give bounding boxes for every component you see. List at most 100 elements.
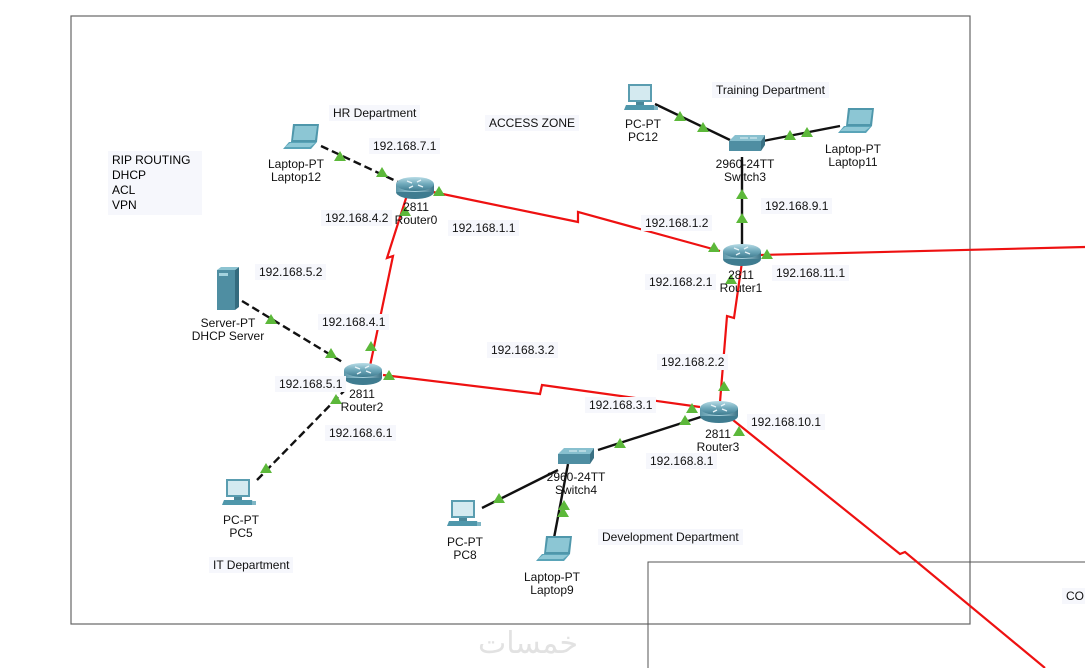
device-model: Laptop-PT [824, 142, 882, 156]
laptop-icon[interactable] [536, 536, 572, 561]
link-up-icon [697, 122, 709, 132]
note-line: VPN [112, 198, 137, 212]
device-name: DHCP Server [191, 329, 265, 343]
ip-label: 192.168.11.1 [772, 265, 850, 281]
ip-label: 192.168.4.1 [318, 314, 390, 330]
access-zone-boundary [70, 15, 971, 625]
note-line: RIP ROUTING [112, 153, 191, 167]
device-model: PC-PT [447, 535, 483, 549]
link-laptop11-switch3[interactable] [762, 124, 841, 143]
link-dhcp-router2[interactable] [241, 299, 345, 365]
laptop-icon[interactable] [838, 108, 874, 133]
ip-label: 192.168.1.2 [641, 215, 713, 231]
note-line: DHCP [112, 168, 147, 182]
device-model: 2811 [349, 387, 375, 401]
device-name: PC8 [453, 548, 477, 562]
ip-label: 192.168.3.2 [487, 342, 559, 358]
device-model: 2811 [705, 427, 731, 441]
device-model: PC-PT [223, 513, 259, 527]
link-router1-external[interactable] [759, 245, 1085, 257]
ip-label: 192.168.2.1 [645, 274, 717, 290]
link-up-icon [674, 111, 686, 121]
router-icon[interactable] [395, 176, 435, 200]
link-pc5-router2[interactable] [256, 389, 346, 481]
device-model: Laptop-PT [523, 570, 581, 584]
link-pc12-switch3[interactable] [654, 102, 731, 142]
switch-icon[interactable] [557, 447, 595, 465]
ip-label: 192.168.2.2 [657, 354, 729, 370]
link-laptop9-switch4[interactable] [552, 463, 570, 539]
device-model: 2960-24TT [546, 470, 606, 484]
link-up-icon [614, 438, 626, 448]
router-icon[interactable] [699, 400, 739, 424]
development-department-label: Development Department [598, 529, 743, 545]
link-laptop12-router0[interactable] [320, 144, 399, 184]
device-name: Laptop11 [828, 155, 878, 169]
link-router0-router2[interactable] [368, 191, 410, 367]
router-icon[interactable] [343, 362, 383, 386]
ip-label: 192.168.7.1 [369, 138, 441, 154]
pc-icon[interactable] [447, 500, 481, 526]
link-up-icon [433, 186, 445, 196]
device-name: PC12 [627, 130, 659, 144]
hr-department-label: HR Department [329, 105, 421, 121]
device-name: Laptop9 [530, 583, 574, 597]
device-name: Router2 [340, 400, 384, 414]
link-up-icon [736, 213, 748, 223]
server-icon[interactable] [217, 267, 239, 310]
device-model: 2960-24TT [715, 157, 775, 171]
link-router2-router3[interactable] [382, 373, 701, 409]
device-model: Server-PT [200, 316, 256, 330]
core-zone-boundary [647, 561, 1085, 668]
router-icon[interactable] [722, 243, 762, 267]
laptop-icon[interactable] [283, 124, 319, 149]
training-department-label: Training Department [712, 82, 829, 98]
features-note: RIP ROUTING DHCP ACL VPN [108, 151, 202, 215]
ip-label: 192.168.5.1 [275, 376, 347, 392]
device-name: Switch4 [554, 483, 598, 497]
device-model: Laptop-PT [267, 157, 325, 171]
core-zone-label: CO [1062, 588, 1085, 604]
ip-label: 192.168.4.2 [321, 210, 393, 226]
ip-label: 192.168.8.1 [646, 453, 718, 469]
device-name: Router3 [696, 440, 740, 454]
ip-label: 192.168.1.1 [448, 220, 520, 236]
device-model: 2811 [403, 200, 429, 214]
ip-label: 192.168.9.1 [761, 198, 833, 214]
it-department-label: IT Department [209, 557, 294, 573]
device-model: 2811 [728, 268, 754, 282]
device-name: Switch3 [723, 170, 767, 184]
device-model: PC-PT [625, 117, 661, 131]
ip-label: 192.168.10.1 [747, 414, 826, 430]
device-name: Laptop12 [270, 170, 322, 184]
link-router0-router1[interactable] [432, 190, 721, 253]
ip-label: 192.168.3.1 [585, 397, 657, 413]
link-switch4-router3[interactable] [597, 412, 711, 452]
ip-label: 192.168.5.2 [255, 264, 327, 280]
device-name: Router1 [719, 281, 763, 295]
link-up-icon [718, 381, 730, 391]
switch-icon[interactable] [728, 134, 766, 152]
link-up-icon [736, 189, 748, 199]
pc-icon[interactable] [624, 84, 658, 110]
link-router3-external[interactable] [732, 419, 1046, 668]
device-name: PC5 [229, 526, 253, 540]
ip-label: 192.168.6.1 [325, 425, 397, 441]
device-name: Router0 [394, 213, 438, 227]
link-up-icon [708, 242, 720, 252]
pc-icon[interactable] [222, 479, 256, 505]
